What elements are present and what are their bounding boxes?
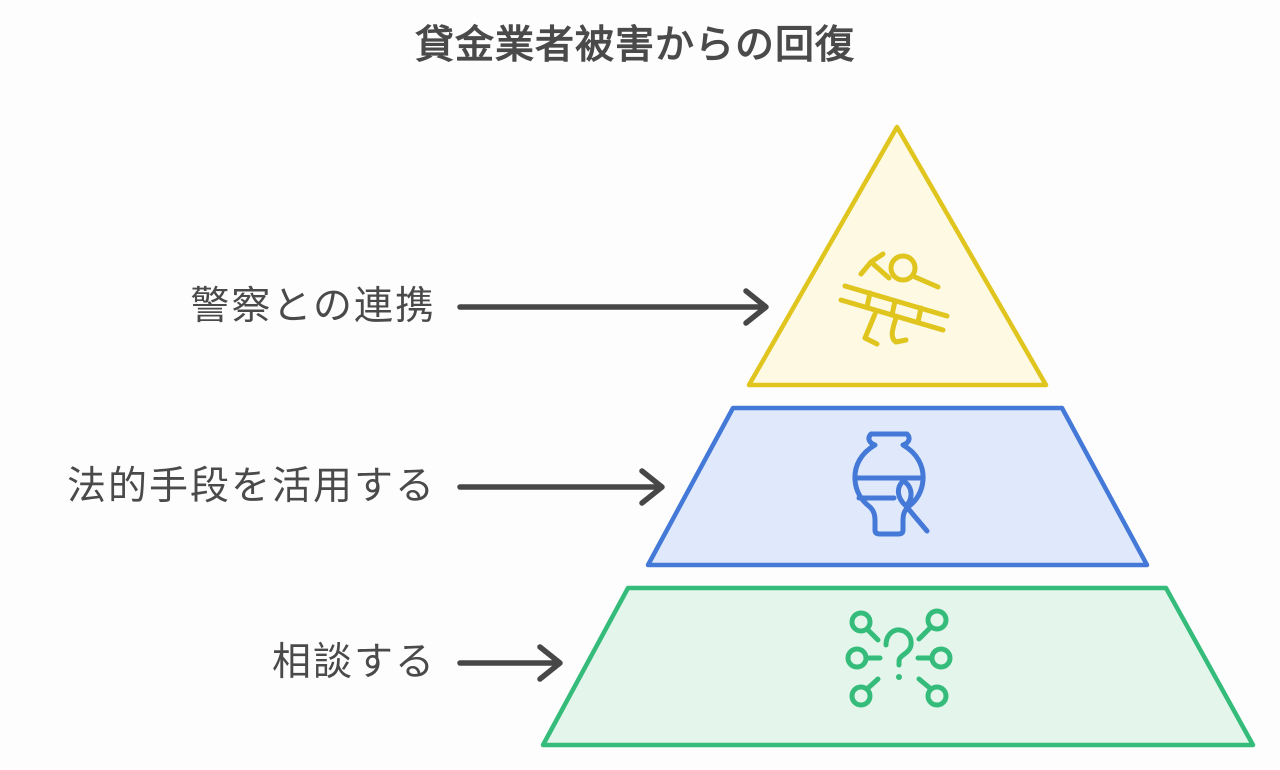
arrows — [457, 288, 769, 682]
arrow-bottom-icon — [457, 644, 563, 682]
vase-paintbrush-icon — [852, 431, 930, 537]
crime-scene-tape-icon — [838, 251, 950, 347]
label-police-cooperation: 警察との連携 — [190, 285, 436, 328]
label-consult: 相談する — [271, 641, 436, 684]
arrow-middle-icon — [457, 468, 665, 506]
arrow-top-icon — [457, 288, 769, 326]
label-legal-means: 法的手段を活用する — [66, 465, 436, 508]
page-title: 貸金業者被害からの回復 — [414, 24, 856, 67]
question-options-icon — [845, 608, 953, 708]
